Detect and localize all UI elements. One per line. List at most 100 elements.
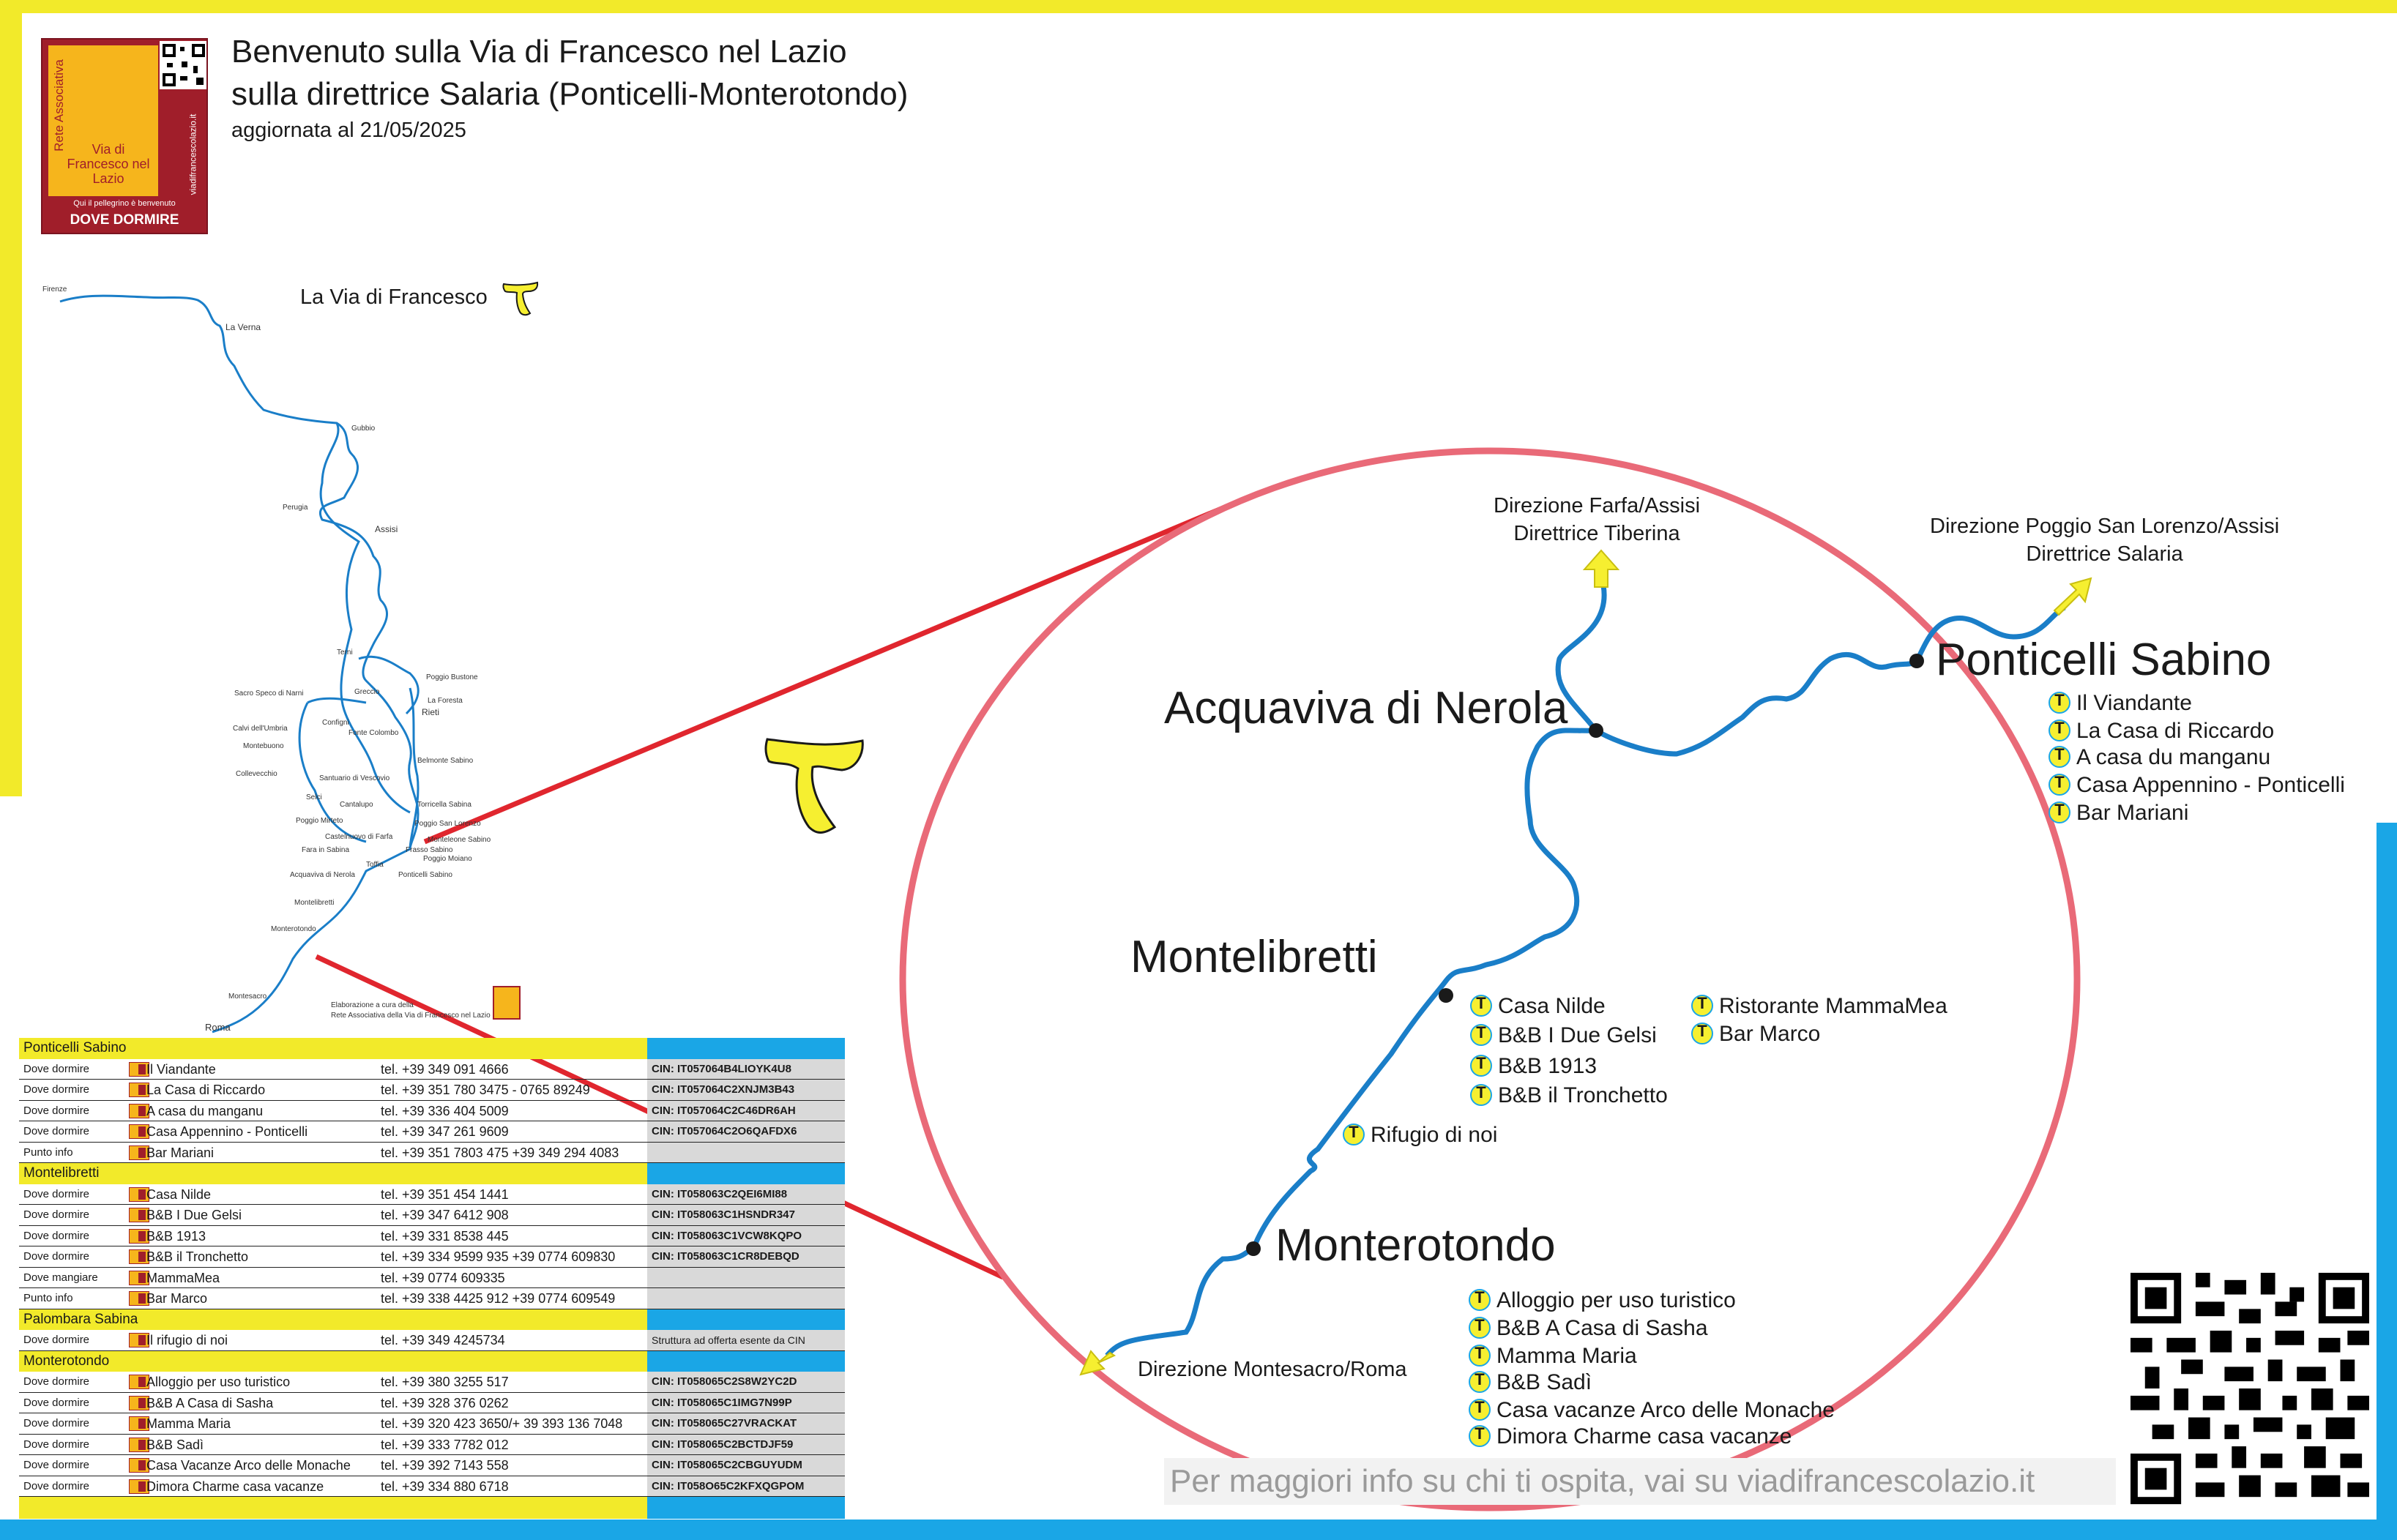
row-name: B&B Sadì [146,1437,204,1452]
row-tel: tel. +39 347 261 9609 [381,1124,509,1139]
row-tel: tel. +39 351 7803 475 +39 349 294 4083 [381,1145,619,1160]
poi-label: Rifugio di noi [1371,1123,1498,1147]
tau-badge-icon [1469,1316,1491,1339]
tau-badge-icon [1469,1288,1491,1311]
section-title: Palombara Sabina [23,1311,138,1327]
row-cin: CIN: IT058063C1CR8DEBQD [647,1246,845,1267]
poi-item: B&B 1913 [1470,1054,1597,1079]
poi-label: A casa du manganu [2076,745,2271,769]
row-type: Dove dormire [23,1187,90,1200]
poi-label: Casa Appennino - Ponticelli [2076,773,2345,797]
bed-icon [129,1270,149,1285]
row-name: La Casa di Riccardo [146,1083,266,1097]
row-type: Dove dormire [23,1334,90,1346]
poi-label: B&B il Tronchetto [1498,1083,1668,1107]
place-label: Perugia [283,504,308,512]
poi-item: Casa vacanze Arco delle Monache [1469,1398,1835,1423]
row-tel: tel. +39 328 376 0262 [381,1395,509,1410]
row-name: B&B 1913 [146,1228,206,1244]
bed-icon [129,1291,149,1306]
bed-icon [129,1145,149,1160]
bed-icon [129,1395,149,1410]
bed-icon [129,1061,149,1077]
poi-label: Alloggio per uso turistico [1496,1288,1736,1312]
poi-item: Alloggio per uso turistico [1469,1288,1736,1313]
page-title-line2: sulla direttrice Salaria (Ponticelli-Mon… [231,76,909,112]
place-label: Selci [306,793,322,801]
row-type: Dove mangiare [23,1271,98,1284]
row-tel: tel. +39 349 4245734 [381,1333,505,1348]
credit-badge [493,986,521,1020]
tau-badge-icon [1469,1344,1491,1367]
logo-name-text: Via di Francesco nel Lazio [67,142,150,186]
row-cin: CIN: IT057064C2C46DR6AH [647,1100,845,1121]
row-tel: tel. +39 334 880 6718 [381,1479,509,1494]
left-yellow-bar [0,0,22,796]
row-tel: tel. +39 334 9599 935 +39 0774 609830 [381,1249,616,1264]
section-title: Montelibretti [23,1165,100,1181]
row-name: MammaMea [146,1270,220,1285]
town-monterotondo: Monterotondo [1275,1220,1556,1271]
arrow-farfa-icon [1582,549,1620,588]
row-name: Alloggio per uso turistico [146,1375,291,1389]
direction-farfa-line1: Direzione Farfa/Assisi [1494,494,1701,517]
place-label: Terni [337,648,353,657]
bed-icon [129,1437,149,1452]
place-label: Rieti [422,707,440,717]
row-type: Dove dormire [23,1062,90,1075]
direction-poggio-line2: Direttrice Salaria [2026,542,2183,566]
place-label: Poggio Mirteto [296,817,343,825]
row-cin: CIN: IT057064B4LIOYK4U8 [647,1058,845,1079]
tau-badge-icon [1470,1023,1492,1046]
more-info-link[interactable]: Per maggiori info su chi ti ospita, vai … [1164,1458,2116,1505]
tau-badge-icon [2049,719,2070,741]
row-type: Dove dormire [23,1250,90,1263]
direction-farfa-line2: Direttrice Tiberina [1513,522,1680,545]
row-cin [647,1142,845,1162]
place-label: Frasso Sabino [406,846,453,854]
tau-badge-icon [1691,994,1713,1017]
row-cin: CIN: IT057064C2XNJM3B43 [647,1080,845,1100]
tau-badge-icon [1343,1123,1365,1145]
place-label: Torricella Sabina [417,801,471,809]
table-section-header: Palombara Sabina [19,1309,845,1330]
poi-item: B&B A Casa di Sasha [1469,1316,1708,1341]
poi-label: B&B 1913 [1498,1054,1598,1078]
place-label: Configni [322,719,349,727]
bed-icon [129,1375,149,1389]
tau-badge-icon [2049,745,2070,768]
row-tel: tel. +39 331 8538 445 [381,1228,509,1244]
poi-item: Ristorante MammaMea [1691,994,1947,1019]
place-label: Toffia [366,861,384,869]
place-label: Castelnuovo di Farfa [325,833,393,841]
place-label: Ponticelli Sabino [398,871,452,879]
row-type: Dove dormire [23,1125,90,1137]
poi-item: Dimora Charme casa vacanze [1469,1424,1792,1449]
table-section-header: Monterotondo [19,1350,845,1372]
place-label: Calvi dell'Umbria [233,725,288,733]
poi-item: B&B Sadì [1469,1370,1592,1395]
row-name: Il rifugio di noi [146,1333,228,1348]
table-section-header: Montelibretti [19,1163,845,1184]
bed-icon [129,1458,149,1473]
row-cin: CIN: IT058065C27VRACKAT [647,1413,845,1434]
row-name: B&B I Due Gelsi [146,1208,242,1222]
section-blue-cell [647,1038,845,1059]
arrow-montesacro-icon [1079,1350,1117,1376]
tau-badge-icon [1691,1022,1713,1044]
small-route-line [59,294,420,1033]
poi-item: Il Viandante [2049,691,2192,716]
row-type: Dove dormire [23,1229,90,1242]
poi-item: Casa Appennino - Ponticelli [2049,773,2345,798]
row-type: Dove dormire [23,1417,90,1429]
poi-label: B&B A Casa di Sasha [1496,1316,1708,1340]
qr-code-icon[interactable] [2131,1272,2369,1505]
place-label: Greccio [354,688,380,696]
